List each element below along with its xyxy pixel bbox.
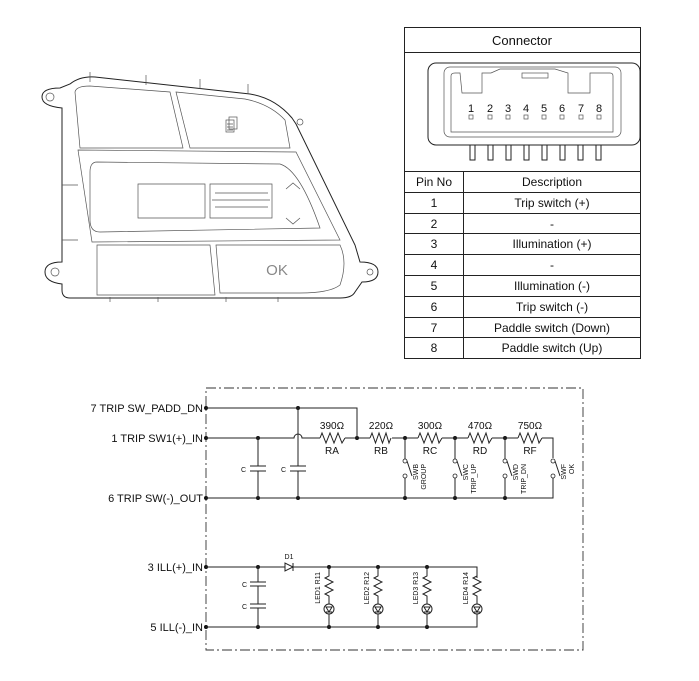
desc-cell: Paddle switch (Up) <box>502 341 603 355</box>
resistor-rd <box>467 431 493 445</box>
switch-name: SWF <box>561 464 568 480</box>
pin-cell: 1 <box>431 196 438 210</box>
terminal-sw-out: 6 TRIP SW(-)_OUT <box>108 493 203 505</box>
diode-d1-icon <box>284 562 295 572</box>
led-label: LED4 R14 <box>463 572 470 604</box>
resistor-name: RA <box>325 446 339 457</box>
switch-func: OK <box>569 464 576 474</box>
cap-label: C <box>241 467 246 474</box>
resistor-rf <box>517 431 543 445</box>
table-row: 1 Trip switch (+) <box>431 196 590 210</box>
resistor-name: RC <box>423 446 437 457</box>
pin-3: 3 <box>505 103 511 115</box>
led-branch <box>323 567 335 627</box>
resistor-value: 750Ω <box>518 421 543 432</box>
terminal-ill-in: 3 ILL(+)_IN <box>148 562 203 574</box>
resistor-value: 300Ω <box>418 421 443 432</box>
pin-4: 4 <box>523 103 529 115</box>
cap-label: C <box>281 467 286 474</box>
resistor-value: 390Ω <box>320 421 345 432</box>
cap-label: C <box>242 604 247 611</box>
led-label: LED1 R11 <box>315 572 322 604</box>
pin-8: 8 <box>596 103 602 115</box>
menu-icon <box>225 116 238 133</box>
pin-1: 1 <box>468 103 474 115</box>
diode-label: D1 <box>285 554 294 561</box>
table-row: 4- <box>431 258 554 272</box>
led-branch <box>421 567 433 627</box>
chevron-down-icon <box>285 217 301 225</box>
resistor-rc <box>417 431 443 445</box>
table-row: 7 Paddle switch (Down) <box>431 321 610 335</box>
switch-func: GROUP <box>421 464 428 490</box>
terminal-ill-out: 5 ILL(-)_IN <box>150 622 203 634</box>
pin-cell: 4 <box>431 258 438 272</box>
switch-func: TRIP_UP <box>471 464 478 494</box>
pin-6: 6 <box>559 103 565 115</box>
pin-cell: 3 <box>431 237 438 251</box>
table-row: 3 Illumination (+) <box>431 237 592 251</box>
pin-cell: 2 <box>431 217 438 231</box>
desc-cell: Trip switch (+) <box>514 196 589 210</box>
desc-cell: - <box>550 258 554 272</box>
pin-cell: 6 <box>431 300 438 314</box>
led-branch <box>372 567 384 627</box>
connector-table: Connector 1 2 3 4 5 6 7 8 <box>404 27 641 359</box>
terminal-padd-dn: 7 TRIP SW_PADD_DN <box>91 403 204 415</box>
desc-cell: Paddle switch (Down) <box>494 321 610 335</box>
steering-switch-drawing: OK <box>41 72 379 302</box>
pin-cell: 7 <box>431 321 438 335</box>
terminal-sw1-in: 1 TRIP SW1(+)_IN <box>111 433 203 445</box>
circuit-schematic: 7 TRIP SW_PADD_DN 1 TRIP SW1(+)_IN 6 TRI… <box>91 387 584 651</box>
resistor-value: 220Ω <box>369 421 394 432</box>
resistor-ra <box>319 431 346 445</box>
pin-2: 2 <box>487 103 493 115</box>
table-row: 5 Illumination (-) <box>431 279 590 293</box>
pin-cell: 5 <box>431 279 438 293</box>
switch-name: SWD <box>513 464 520 480</box>
desc-cell: - <box>550 217 554 231</box>
led-branch <box>471 575 483 615</box>
desc-cell: Illumination (+) <box>512 237 591 251</box>
table-row: 2- <box>431 217 554 231</box>
pin-5: 5 <box>541 103 547 115</box>
switch-name: SWB <box>413 464 420 480</box>
led-label: LED3 R13 <box>413 572 420 604</box>
resistor-value: 470Ω <box>468 421 493 432</box>
desc-cell: Illumination (-) <box>514 279 590 293</box>
table-row: 8 Paddle switch (Up) <box>431 341 603 355</box>
pin-cell: 8 <box>431 341 438 355</box>
switch-func: TRIP_DN <box>521 464 528 494</box>
resistor-name: RB <box>374 446 388 457</box>
pin-labels: 1 2 3 4 5 6 7 8 <box>468 103 602 120</box>
header-description: Description <box>522 175 582 189</box>
cap-label: C <box>242 582 247 589</box>
ok-label: OK <box>266 262 288 279</box>
header-pin-no: Pin No <box>416 175 452 189</box>
desc-cell: Trip switch (-) <box>516 300 588 314</box>
chevron-up-icon <box>285 182 301 190</box>
module-boundary <box>205 387 584 651</box>
resistor-name: RD <box>473 446 487 457</box>
switch-name: SWC <box>463 464 470 480</box>
connector-drawing <box>427 62 641 161</box>
table-row: 6 Trip switch (-) <box>431 300 588 314</box>
resistor-rb <box>369 431 392 445</box>
led-label: LED2 R12 <box>364 572 371 604</box>
resistor-name: RF <box>523 446 536 457</box>
pin-7: 7 <box>578 103 584 115</box>
connector-title: Connector <box>492 33 553 48</box>
